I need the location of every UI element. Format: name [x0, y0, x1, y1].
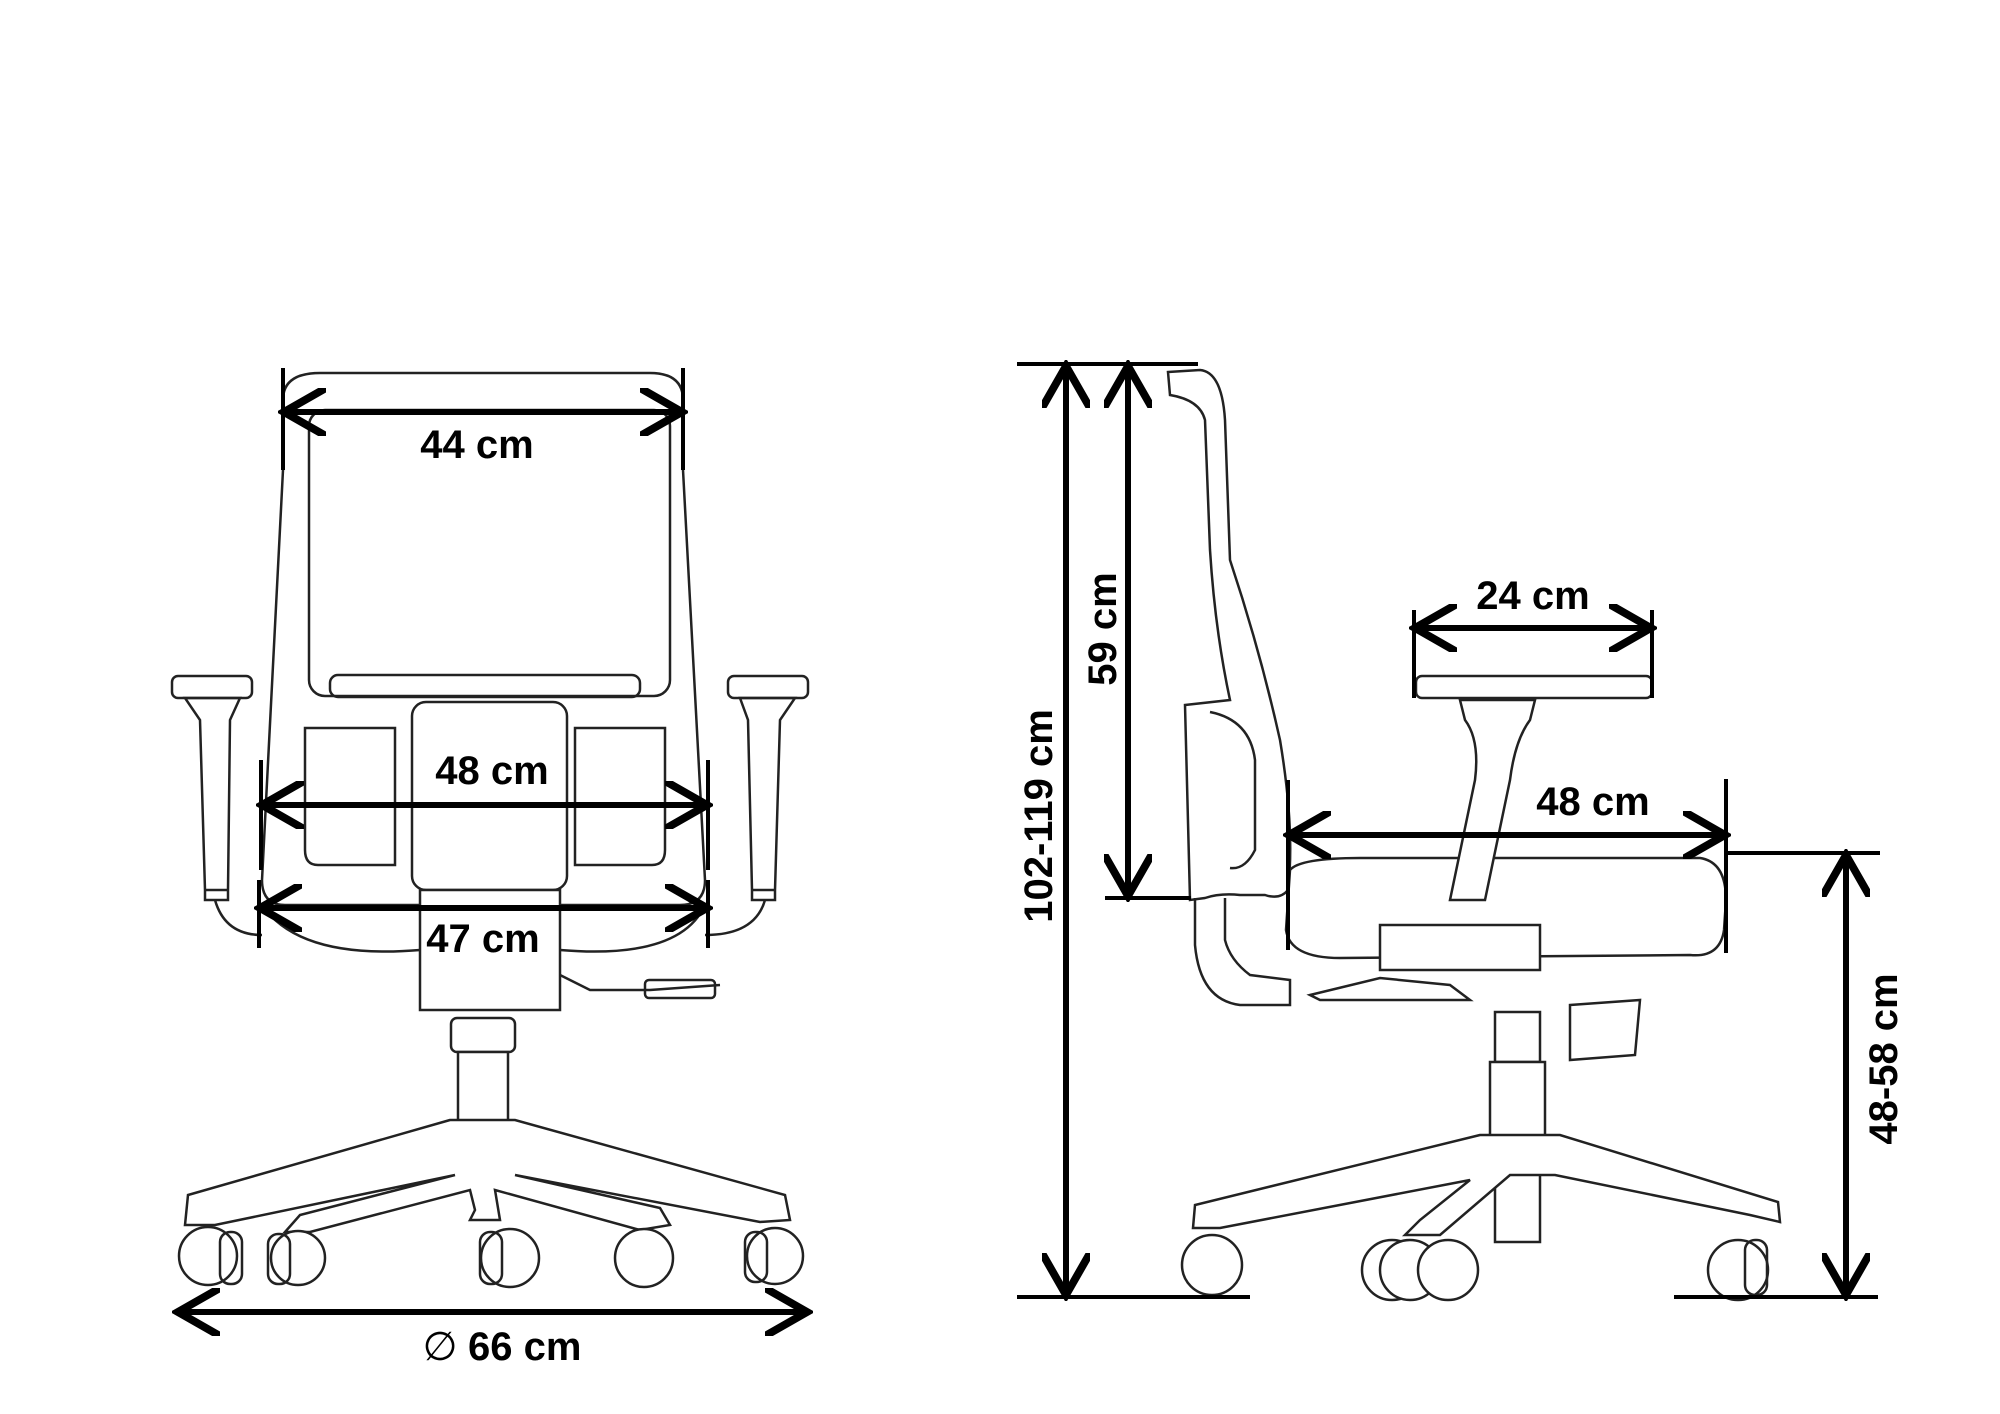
- side-gas-lift-top: [1493, 1010, 1542, 1064]
- base-star: [183, 1118, 792, 1234]
- side-back-bracket: [1193, 898, 1292, 1007]
- side-lever: [1306, 976, 1474, 1002]
- side-view-chair: [1166, 368, 1782, 1302]
- front-casters: [177, 1225, 805, 1289]
- dimension-seat-depth: 48 cm: [1288, 779, 1726, 953]
- side-mechanism: [1378, 923, 1542, 972]
- right-armpad: [726, 674, 810, 700]
- dimension-backrest-width: 44 cm: [283, 368, 683, 470]
- label-backrest-height: 59 cm: [1081, 572, 1125, 685]
- side-backrest: [1166, 368, 1292, 902]
- lever: [559, 973, 721, 992]
- label-backrest-width: 44 cm: [420, 423, 533, 467]
- side-lumbar: [1209, 710, 1257, 870]
- dimension-overall-height: 102-119 cm: [1017, 364, 1250, 1297]
- diameter-symbol: ∅: [423, 1325, 458, 1369]
- label-armrest-length: 24 cm: [1476, 574, 1589, 618]
- dimension-base-diameter: ∅ 66 cm: [184, 1312, 801, 1369]
- side-casters: [1180, 1233, 1770, 1302]
- gas-lift-top: [449, 1016, 517, 1054]
- back-lower-right: [573, 726, 667, 867]
- dimension-backrest-height: 59 cm: [1081, 372, 1191, 898]
- label-seat-height: 48-58 cm: [1862, 973, 1906, 1144]
- label-armrest-width: 47 cm: [426, 917, 539, 961]
- dimension-armrest-length: 24 cm: [1414, 574, 1652, 698]
- label-seat-depth: 48 cm: [1536, 780, 1649, 824]
- label-seat-width: 48 cm: [435, 749, 548, 793]
- dimension-armrest-width: 47 cm: [259, 880, 708, 961]
- side-gas-base: [1493, 1170, 1542, 1244]
- right-arm-post: [704, 696, 798, 937]
- dimension-seat-height: 48-58 cm: [1674, 853, 1906, 1297]
- label-overall-height: 102-119 cm: [1017, 709, 1061, 923]
- side-base-star: [1191, 1133, 1782, 1237]
- lumbar-support: [328, 673, 642, 699]
- side-knob: [1568, 998, 1642, 1062]
- lever-handle: [643, 978, 717, 1000]
- mechanism-column: [410, 700, 569, 892]
- front-view-chair: [170, 371, 810, 1289]
- side-armpad: [1414, 674, 1654, 700]
- dimension-seat-width: 48 cm: [261, 749, 708, 870]
- back-lower-left: [303, 726, 397, 867]
- label-base-diameter: 66 cm: [468, 1325, 581, 1369]
- left-arm-post: [182, 696, 263, 937]
- left-armpad: [170, 674, 254, 700]
